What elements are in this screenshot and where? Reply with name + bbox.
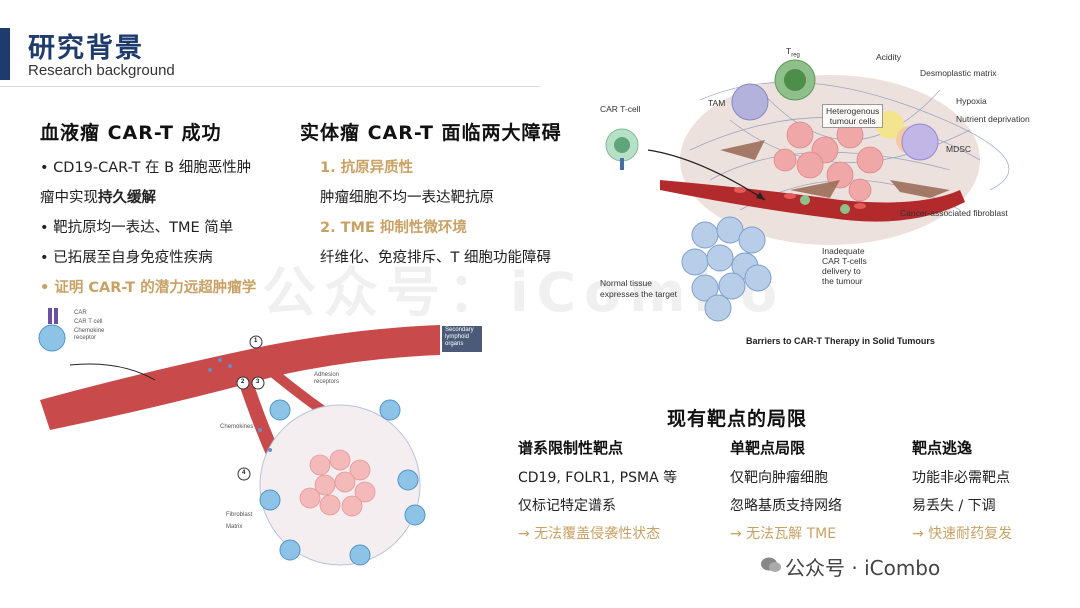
limits-col1-line2: 仅标记特定谱系 (518, 498, 616, 514)
label-mdsc: MDSC (946, 144, 972, 154)
label-car: CAR (74, 310, 87, 316)
left-line-5: • 证明 CAR-T 的潜力远超肿瘤学 (40, 280, 257, 296)
trafficking-diagram: CAR CAR T cell Chemokine receptor Second… (30, 300, 500, 570)
left-line-2-bold: 持久缓解 (98, 190, 156, 206)
label-fibroblast: Fibroblast (226, 512, 253, 518)
middle-item1-desc: 肿瘤细胞不均一表达靶抗原 (320, 190, 494, 206)
label-secondary-organs: Secondary lymphoid organs (445, 327, 474, 348)
limits-col-1: 谱系限制性靶点 CD19, FOLR1, PSMA 等 仅标记特定谱系 → 无法… (518, 437, 677, 548)
limits-col2-arrow: → 无法瓦解 TME (730, 526, 837, 542)
middle-item2-desc: 纤维化、免疫排斥、T 细胞功能障碍 (320, 250, 551, 266)
page-subtitle: Research background (28, 62, 175, 79)
label-inadequate-1: Inadequate (822, 246, 865, 256)
label-chemokine-receptor: Chemokine receptor (74, 328, 104, 342)
left-line-2-text: 瘤中实现 (40, 190, 98, 206)
limits-col2-head: 单靶点局限 (730, 439, 806, 457)
label-treg-main: T (786, 46, 792, 56)
limits-heading-text: 现有靶点的局限 (667, 408, 808, 430)
label-car-t-cell: CAR T cell (74, 319, 103, 325)
label-normal-1: Normal tissue (600, 278, 652, 288)
left-heading: 血液瘤 CAR-T 成功 (40, 122, 222, 144)
step-2: 2 (241, 379, 245, 385)
label-adhesion-2: receptors (314, 379, 340, 385)
label-adhesion-1: Adhesion (314, 372, 340, 378)
label-normal-2: expresses the target (600, 289, 678, 299)
middle-item2-title: 2. TME 抑制性微环境 (320, 220, 467, 236)
barriers-illustration (605, 59, 1010, 322)
label-heterogenous: Heterogenous tumour cells (822, 104, 884, 128)
label-secondary-2: lymphoid (445, 334, 470, 340)
limits-col3-line1: 功能非必需靶点 (912, 470, 1010, 486)
limits-col3-line2: 易丢失 / 下调 (912, 498, 996, 514)
title-divider (0, 86, 540, 87)
step-4: 4 (242, 470, 246, 476)
middle-section: 实体瘤 CAR-T 面临两大障碍 1. 抗原异质性 肿瘤细胞不均一表达靶抗原 2… (300, 118, 562, 273)
limits-col1-line1: CD19, FOLR1, PSMA 等 (518, 470, 678, 486)
step-1: 1 (254, 338, 258, 344)
title-accent-bar (0, 28, 10, 80)
label-chemokine-1: Chemokine (74, 328, 105, 334)
limits-heading: 现有靶点的局限 (667, 404, 807, 431)
limits-col3-arrow: → 快速耐药复发 (912, 526, 1013, 542)
label-desmoplastic: Desmoplastic matrix (920, 68, 997, 78)
limits-col1-head: 谱系限制性靶点 (518, 439, 624, 457)
diagram-caption: Barriers to CAR-T Therapy in Solid Tumou… (746, 336, 935, 346)
label-treg-sub: reg (791, 52, 800, 59)
trafficking-illustration (38, 308, 482, 566)
label-treg: Treg (786, 46, 800, 59)
left-line-2: 瘤中实现持久缓解 (40, 183, 256, 213)
label-caf: Cancer-associated fibroblast (900, 208, 1008, 218)
limits-col-3: 靶点逃逸 功能非必需靶点 易丢失 / 下调 → 快速耐药复发 (912, 437, 1012, 548)
limits-col2-line2: 忽略基质支持网络 (730, 498, 842, 514)
barriers-diagram: CAR T-cell Treg TAM Acidity Desmoplastic… (590, 40, 1060, 360)
left-line-4: • 已拓展至自身免疫性疾病 (40, 250, 213, 266)
label-chemokines: Chemokines (220, 424, 254, 430)
left-line-3: • 靶抗原均一表达、TME 简单 (40, 220, 234, 236)
label-heterogenous-1: Heterogenous (826, 106, 880, 116)
limits-col-2: 单靶点局限 仅靶向肿瘤细胞 忽略基质支持网络 → 无法瓦解 TME (730, 437, 842, 548)
footer-watermark: 公众号 · iCombo (785, 556, 941, 580)
limits-col2-line1: 仅靶向肿瘤细胞 (730, 470, 828, 486)
label-inadequate: Inadequate CAR T-cells delivery to the t… (822, 246, 867, 286)
middle-item1-title: 1. 抗原异质性 (320, 160, 414, 176)
label-hypoxia: Hypoxia (956, 96, 987, 106)
label-secondary-1: Secondary (445, 327, 474, 333)
label-tam: TAM (708, 98, 726, 108)
limits-col3-head: 靶点逃逸 (912, 439, 973, 457)
label-secondary-3: organs (445, 341, 464, 347)
label-heterogenous-2: tumour cells (829, 116, 876, 126)
step-3: 3 (256, 379, 260, 385)
label-normal-tissue: Normal tissue expresses the target (600, 278, 677, 300)
label-adhesion: Adhesion receptors (314, 372, 339, 386)
label-acidity: Acidity (876, 52, 902, 62)
middle-heading: 实体瘤 CAR-T 面临两大障碍 (300, 122, 562, 144)
label-chemokine-2: receptor (74, 335, 97, 341)
label-matrix: Matrix (226, 524, 243, 530)
wechat-icon (760, 556, 782, 578)
left-section: 血液瘤 CAR-T 成功 • CD19-CAR-T 在 B 细胞恶性肿 瘤中实现… (40, 118, 256, 303)
page-title: 研究背景 (28, 33, 144, 64)
label-inadequate-3: delivery to (822, 266, 861, 276)
limits-col1-arrow: → 无法覆盖侵袭性状态 (518, 526, 661, 542)
label-car-t: CAR T-cell (600, 104, 641, 114)
label-inadequate-2: CAR T-cells (822, 256, 867, 266)
label-nutrient: Nutrient deprivation (956, 114, 1030, 124)
label-inadequate-4: the tumour (822, 276, 863, 286)
left-line-1: • CD19-CAR-T 在 B 细胞恶性肿 (40, 160, 252, 176)
